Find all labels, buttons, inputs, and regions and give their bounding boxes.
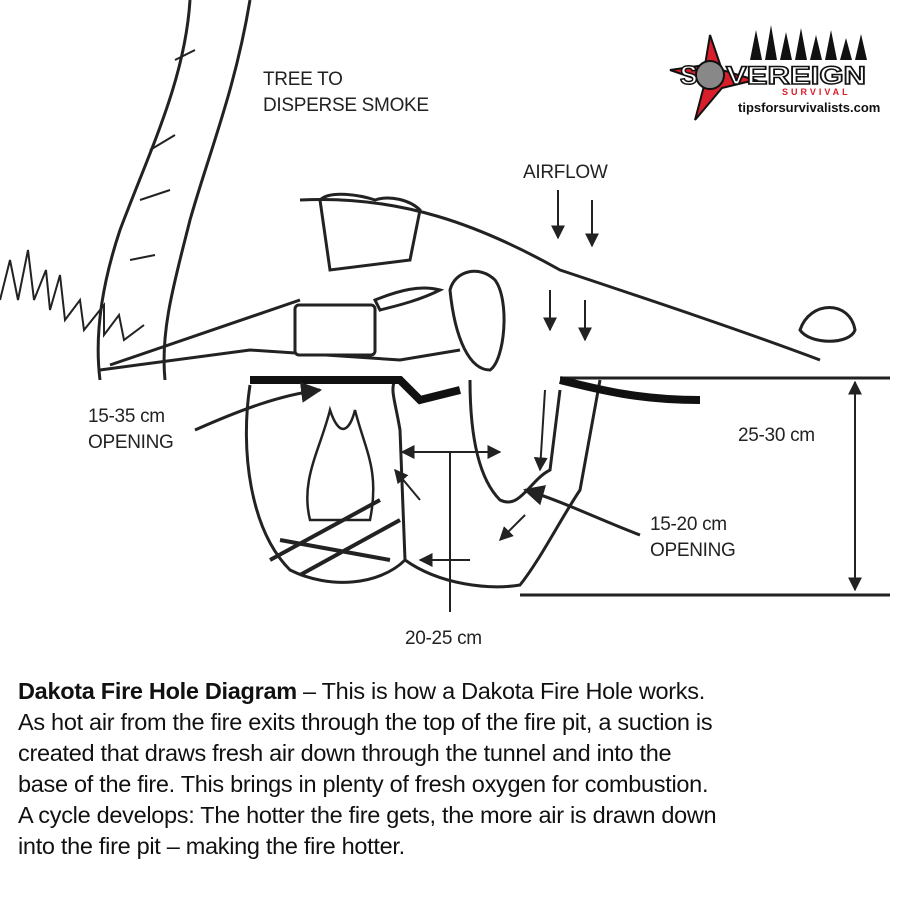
fire-illustration (269, 405, 401, 577)
label-left-opening-size: 15-35 cm (88, 406, 165, 427)
airflow-arrows (194, 190, 641, 567)
tree-illustration (0, 0, 252, 381)
ground-cross-section (99, 348, 890, 597)
svg-text:VEREIGN: VEREIGN (726, 62, 866, 90)
svg-text:S: S (680, 60, 697, 90)
caption-text: – This is how a Dakota Fire Hole works. (296, 678, 705, 704)
caption-line-6: into the fire pit – making the fire hott… (18, 833, 405, 859)
label-depth: 25-30 cm (738, 425, 815, 446)
cooking-pot-and-rocks (109, 192, 857, 372)
label-left-opening: OPENING (88, 432, 174, 453)
dakota-fire-hole-diagram: TREE TO DISPERSE SMOKE AIRFLOW 15-35 cm … (0, 0, 890, 649)
caption-line-4: base of the fire. This brings in plenty … (18, 771, 709, 797)
caption-line-3: created that draws fresh air down throug… (18, 740, 672, 766)
label-right-opening-size: 15-20 cm (650, 514, 727, 535)
caption-line-2: As hot air from the fire exits through t… (18, 709, 713, 735)
logo-sub: SURVIVAL (782, 87, 851, 97)
label-airflow: AIRFLOW (523, 162, 608, 183)
caption-line-1: Dakota Fire Hole Diagram – This is how a… (18, 676, 888, 707)
caption: Dakota Fire Hole Diagram – This is how a… (18, 676, 888, 862)
label-tree-line2: DISPERSE SMOKE (263, 95, 429, 116)
caption-title: Dakota Fire Hole Diagram (18, 678, 297, 704)
label-tree-line1: TREE TO (263, 69, 343, 90)
logo-site: tipsforsurvivalists.com (738, 100, 880, 115)
dimension-lines (400, 380, 862, 612)
caption-line-5: A cycle develops: The hotter the fire ge… (18, 802, 717, 828)
sovereign-survival-logo: S VEREIGN SURVIVAL tipsforsurvivalists.c… (669, 25, 880, 121)
label-right-opening: OPENING (650, 540, 736, 561)
label-width: 20-25 cm (405, 628, 482, 649)
